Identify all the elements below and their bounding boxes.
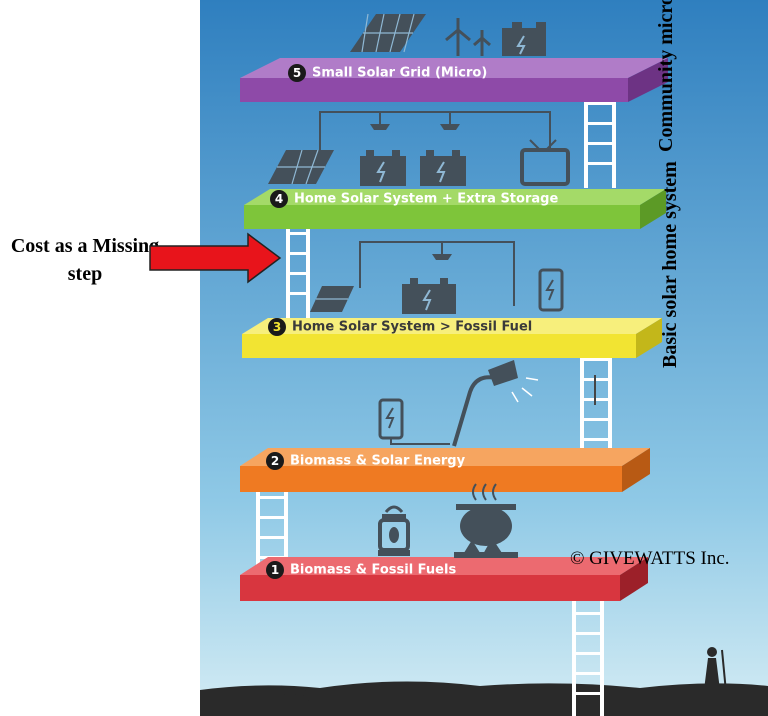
step-2-text: Biomass & Solar Energy xyxy=(290,453,466,469)
ladder-bottom xyxy=(572,598,604,716)
copyright-notice: © GIVEWATTS Inc. xyxy=(570,548,730,569)
phone-icon xyxy=(538,268,564,312)
step-3-text: Home Solar System > Fossil Fuel xyxy=(292,319,533,335)
platform-3 xyxy=(242,318,662,358)
step-1-text: Biomass & Fossil Fuels xyxy=(290,562,457,578)
step-4-number: 4 xyxy=(270,190,288,208)
factory-icon xyxy=(502,22,546,56)
ceiling-lamp-icon xyxy=(432,254,452,260)
platform-5 xyxy=(240,58,668,102)
step-4-label: 4 Home Solar System + Extra Storage xyxy=(270,190,558,208)
energy-ladder-diagram xyxy=(200,0,768,716)
step-1-number: 1 xyxy=(266,561,284,579)
ladder-2-to-3 xyxy=(580,344,612,452)
wiring-step3 xyxy=(359,241,515,306)
walking-person-icon xyxy=(704,647,727,693)
platform-1 xyxy=(240,557,648,601)
solar-panel-icon xyxy=(268,149,334,185)
step-2-label: 2 Biomass & Solar Energy xyxy=(266,452,465,470)
ceiling-lamp-icon xyxy=(370,124,460,130)
step-1-label: 1 Biomass & Fossil Fuels xyxy=(266,561,456,579)
missing-step-annotation: Cost as a Missing step xyxy=(10,235,160,285)
step-5-number: 5 xyxy=(288,64,306,82)
solar-panel-icon xyxy=(350,13,426,53)
step-3-number: 3 xyxy=(268,318,286,336)
street-lamp-icon xyxy=(452,360,539,447)
platform-2 xyxy=(240,448,650,492)
lantern-icon xyxy=(378,505,410,556)
step-5-text: Small Solar Grid (Micro) xyxy=(312,65,488,81)
battery-icon xyxy=(402,278,456,314)
step-2-number: 2 xyxy=(266,452,284,470)
wiring-step2 xyxy=(390,438,450,445)
ground-silhouette xyxy=(200,647,768,716)
solar-panel-icon xyxy=(310,286,354,312)
battery-icon xyxy=(360,150,466,186)
community-microgrid-label: Community microgrid xyxy=(655,0,677,152)
ladder-4-to-5 xyxy=(584,88,616,188)
tv-icon xyxy=(520,139,570,186)
wind-turbine-icon xyxy=(445,18,491,56)
step-3-label: 3 Home Solar System > Fossil Fuel xyxy=(268,318,532,336)
cooking-pot-icon xyxy=(454,483,518,558)
step-5-label: 5 Small Solar Grid (Micro) xyxy=(288,64,487,82)
step-4-text: Home Solar System + Extra Storage xyxy=(294,191,559,207)
basic-solar-home-label: Basic solar home system xyxy=(659,161,681,368)
ladder-3-to-4-missing xyxy=(286,218,310,320)
wiring-step4 xyxy=(319,111,551,152)
platform-4 xyxy=(244,189,666,229)
